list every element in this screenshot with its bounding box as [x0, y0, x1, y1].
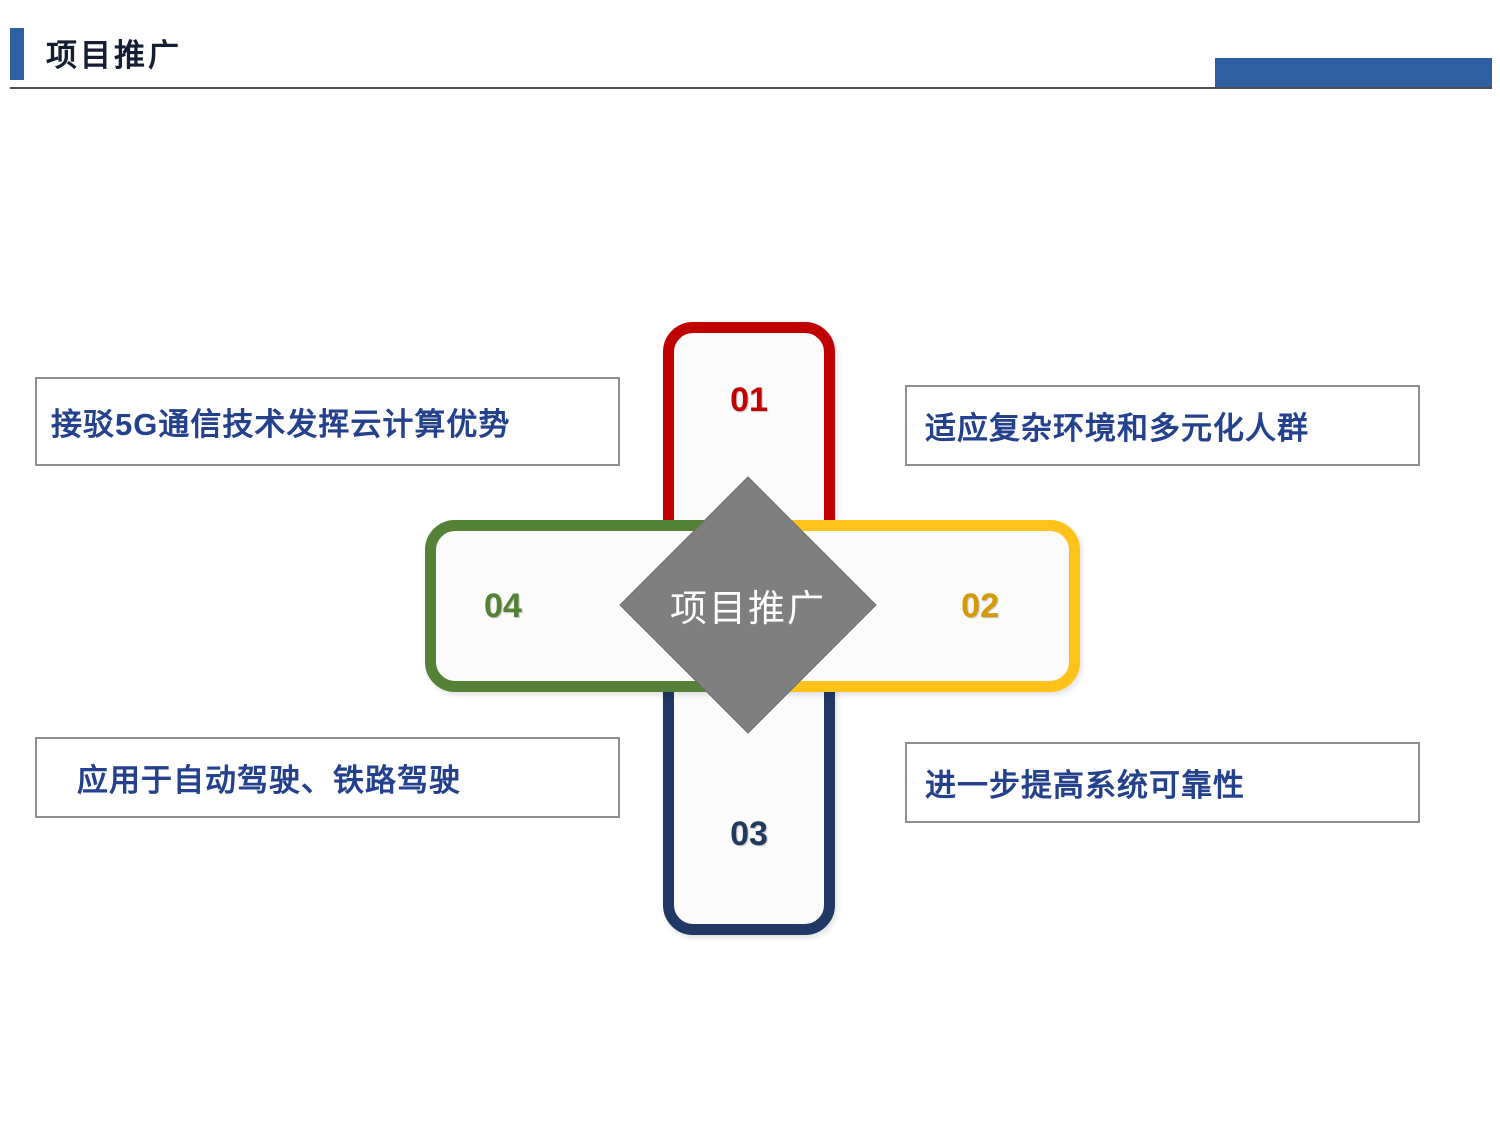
callout-bottom-left-text: 应用于自动驾驶、铁路驾驶 — [77, 763, 461, 798]
callout-top-right: 适应复杂环境和多元化人群 — [905, 385, 1420, 466]
callout-top-right-text: 适应复杂环境和多元化人群 — [925, 411, 1309, 446]
callout-top-left: 接驳5G通信技术发挥云计算优势 — [35, 377, 620, 466]
callout-bottom-right-text: 进一步提高系统可靠性 — [925, 768, 1245, 803]
arm-number-04: 04 — [484, 586, 522, 625]
callout-bottom-right: 进一步提高系统可靠性 — [905, 742, 1420, 823]
page-title: 项目推广 — [46, 38, 182, 73]
arm-number-02: 02 — [961, 586, 999, 625]
center-diamond: 项目推广 — [620, 477, 876, 733]
header-end-block — [1215, 58, 1492, 87]
center-diamond-label: 项目推广 — [670, 588, 826, 629]
callout-top-left-text: 接驳5G通信技术发挥云计算优势 — [51, 407, 511, 442]
callout-bottom-left: 应用于自动驾驶、铁路驾驶 — [35, 737, 620, 818]
arm-number-03: 03 — [730, 815, 768, 853]
header-rule — [10, 87, 1492, 89]
header-accent-bar — [10, 28, 24, 80]
arm-number-01: 01 — [730, 381, 768, 419]
